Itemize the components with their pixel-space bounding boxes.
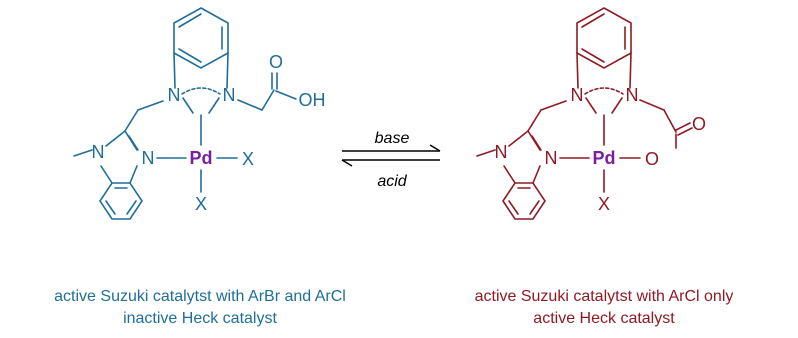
right-caption: active Suzuki catalytst with ArCl only a… [410,286,798,330]
atom-n: N [495,142,508,162]
atom-oh: OH [299,90,326,110]
atom-n: N [168,85,181,105]
atom-x: X [598,194,610,214]
condition-acid: acid [377,173,407,190]
left-caption: active Suzuki catalytst with ArBr and Ar… [0,286,400,330]
right-caption-line-1: active Suzuki catalytst with ArCl only [474,288,734,305]
open-pd-complex [73,7,297,220]
atom-n: N [223,85,236,105]
equilibrium-arrows [341,144,441,167]
atom-x: X [195,194,207,214]
lower-benzene-ring [99,182,143,220]
chelated-complex-labels: N N O O N N X [495,85,707,214]
top-benzene-ring [576,7,632,69]
chelated-pd-complex [476,7,693,220]
condition-base: base [375,130,410,147]
atom-n: N [92,142,105,162]
atom-o: O [645,149,659,169]
open-complex-labels: N N O OH N N X X [92,52,326,214]
atom-n: N [626,85,639,105]
atom-n: N [142,148,155,168]
right-caption-line-2: active Heck catalyst [533,310,675,327]
palladium-atom: Pd [189,148,212,168]
top-benzene-ring [173,7,229,69]
lower-benzene-ring [502,182,546,220]
atom-o: O [269,52,283,72]
palladium-atom: Pd [592,148,615,168]
atom-n: N [571,85,584,105]
atom-x: X [242,149,254,169]
atom-n: N [545,148,558,168]
atom-o: O [692,114,706,134]
left-caption-line-2: inactive Heck catalyst [123,310,277,327]
left-caption-line-1: active Suzuki catalytst with ArBr and Ar… [54,288,346,305]
